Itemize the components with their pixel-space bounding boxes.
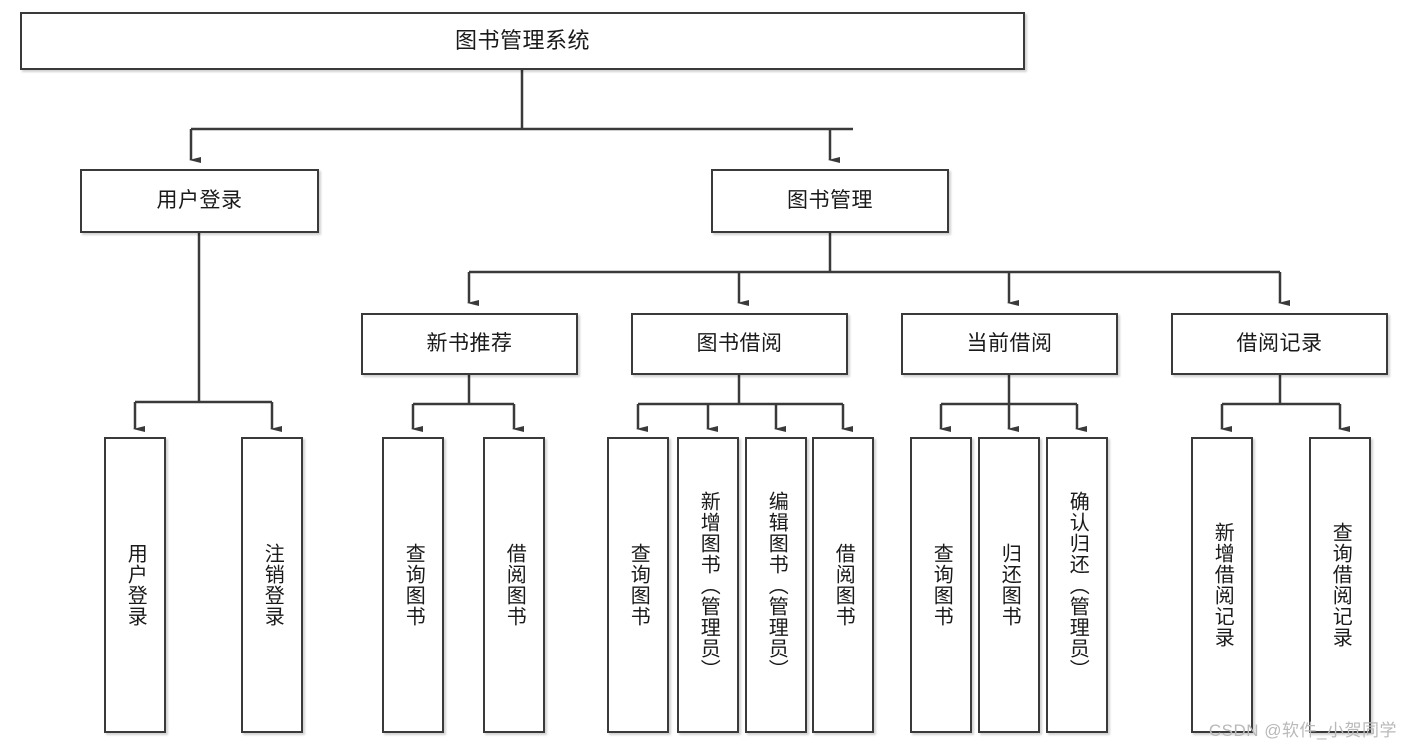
node-root[interactable]: 图书管理系统	[20, 12, 1025, 70]
node-leaf-borrow-book-1[interactable]: 借阅图书	[483, 437, 545, 733]
node-leaf-add-record[interactable]: 新增借阅记录	[1191, 437, 1253, 733]
node-user-login[interactable]: 用户登录	[80, 169, 319, 233]
node-leaf-borrow-book-2-label: 借阅图书	[832, 543, 855, 627]
csdn-watermark: CSDN @软件_小贺同学	[1208, 721, 1397, 740]
node-leaf-borrow-book-2[interactable]: 借阅图书	[812, 437, 874, 733]
node-root-label: 图书管理系统	[454, 28, 590, 54]
node-leaf-return-book-label: 归还图书	[998, 543, 1021, 627]
node-current-borrow-label: 当前借阅	[966, 331, 1053, 355]
node-leaf-add-book-label: 新增图书（管理员）	[697, 490, 720, 680]
node-leaf-confirm-return[interactable]: 确认归还（管理员）	[1046, 437, 1108, 733]
node-leaf-confirm-return-label: 确认归还（管理员）	[1066, 490, 1089, 680]
node-leaf-query-record-label: 查询借阅记录	[1329, 522, 1352, 648]
node-current-borrow[interactable]: 当前借阅	[901, 313, 1118, 375]
node-leaf-query-book-1-label: 查询图书	[402, 543, 425, 627]
node-leaf-logout[interactable]: 注销登录	[241, 437, 303, 733]
node-leaf-query-book-2-label: 查询图书	[627, 543, 650, 627]
node-leaf-query-book-3-label: 查询图书	[930, 543, 953, 627]
node-new-book-rec[interactable]: 新书推荐	[361, 313, 578, 375]
node-leaf-edit-book-label: 编辑图书（管理员）	[765, 490, 788, 680]
node-leaf-query-book-2[interactable]: 查询图书	[607, 437, 669, 733]
node-leaf-borrow-book-1-label: 借阅图书	[503, 543, 526, 627]
node-leaf-query-record[interactable]: 查询借阅记录	[1309, 437, 1371, 733]
node-leaf-edit-book[interactable]: 编辑图书（管理员）	[745, 437, 807, 733]
node-leaf-user-login-label: 用户登录	[124, 543, 147, 627]
node-leaf-query-book-1[interactable]: 查询图书	[382, 437, 444, 733]
node-book-manage-label: 图书管理	[787, 188, 873, 212]
node-borrow-record-label: 借阅记录	[1236, 331, 1323, 355]
node-book-manage[interactable]: 图书管理	[711, 169, 949, 233]
node-leaf-add-record-label: 新增借阅记录	[1211, 522, 1234, 648]
node-leaf-query-book-3[interactable]: 查询图书	[910, 437, 972, 733]
node-new-book-rec-label: 新书推荐	[426, 331, 513, 355]
node-leaf-user-login[interactable]: 用户登录	[104, 437, 166, 733]
node-leaf-logout-label: 注销登录	[261, 543, 284, 627]
node-book-borrow[interactable]: 图书借阅	[631, 313, 848, 375]
node-leaf-return-book[interactable]: 归还图书	[978, 437, 1040, 733]
node-user-login-label: 用户登录	[156, 188, 243, 212]
node-book-borrow-label: 图书借阅	[696, 331, 783, 355]
node-borrow-record[interactable]: 借阅记录	[1171, 313, 1388, 375]
node-leaf-add-book[interactable]: 新增图书（管理员）	[677, 437, 739, 733]
